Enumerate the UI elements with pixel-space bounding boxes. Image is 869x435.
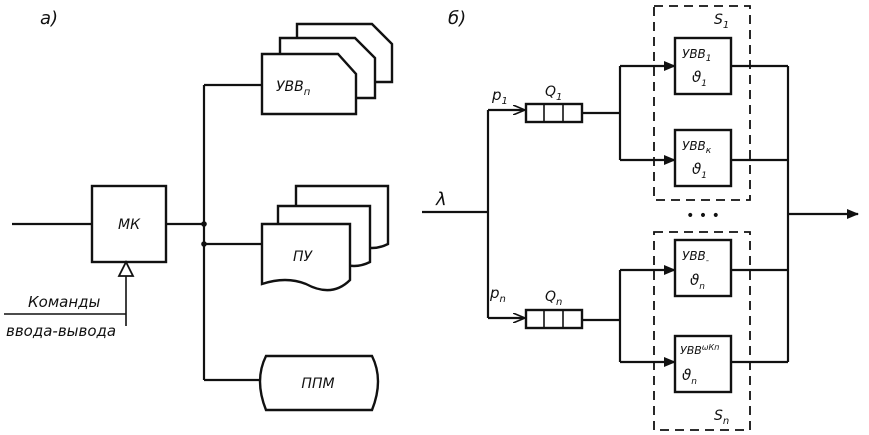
lambda-label: λ (435, 189, 447, 210)
bottom-device-box (258, 354, 380, 412)
device-1-1-line1: УВВ1 (682, 47, 712, 64)
bus-node-1 (201, 221, 207, 227)
pn-label: pn (489, 284, 506, 305)
controller-label: МК (118, 217, 141, 233)
device-1-1-line2: ϑ1 (692, 68, 707, 89)
device-n-k-line1: УВВωКп (680, 343, 719, 357)
device-n-1-line1: УВВ- (682, 249, 709, 266)
device-1-k-line2: ϑ1 (692, 160, 707, 181)
queue-n (524, 308, 584, 330)
device-n-k-line2: ϑn (682, 366, 697, 387)
part-a: а) МК Команды ввода-вывода УВВп (4, 8, 394, 412)
p1-label: p1 (491, 86, 508, 107)
device-n-1-line2: ϑn (690, 271, 705, 292)
top-device-label: УВВп (276, 79, 311, 98)
mid-device-label: ПУ (293, 249, 314, 265)
queue-1 (524, 102, 584, 124)
qn-label: Qn (545, 289, 562, 308)
bottom-device-label: ППМ (301, 376, 334, 392)
commands-arrow (117, 259, 135, 277)
device-1-k (673, 128, 733, 188)
commands-text-2: ввода-вывода (6, 322, 116, 340)
ellipsis: • • • (686, 208, 720, 224)
part-b-label: б) (448, 8, 466, 29)
s1-label: S1 (714, 12, 729, 31)
part-a-label: а) (40, 8, 58, 29)
top-device-stack: УВВп (260, 22, 394, 116)
commands-text-1: Команды (28, 293, 101, 311)
mid-device-stack: ПУ (260, 184, 390, 292)
device-n-k (673, 334, 733, 394)
part-b: б) λ p1 Q1 S1 УВВ1 ϑ1 УВВк ϑ1 • • • pn (422, 5, 859, 431)
group-s1 (653, 5, 751, 201)
device-1-k-line1: УВВк (682, 139, 712, 156)
device-1-1 (673, 36, 733, 96)
sn-label: Sn (714, 408, 729, 427)
group-sn (653, 231, 751, 431)
q1-label: Q1 (545, 84, 562, 103)
device-n-1 (673, 238, 733, 298)
